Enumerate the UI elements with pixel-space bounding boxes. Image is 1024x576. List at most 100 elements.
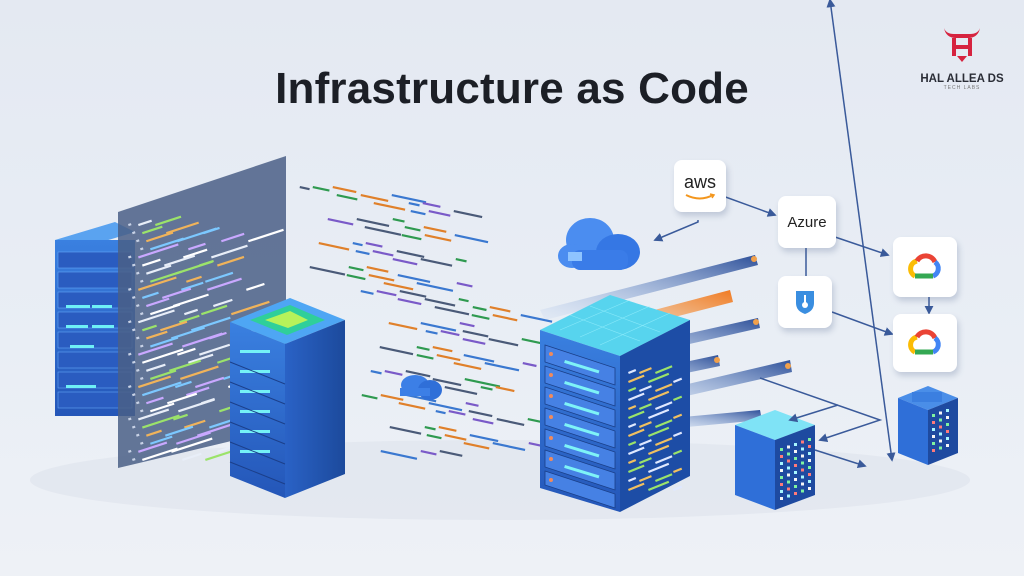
code-line	[444, 434, 467, 441]
code-line	[492, 442, 526, 452]
status-led	[932, 435, 935, 438]
code-line	[522, 362, 537, 368]
aws-smile-icon	[685, 192, 716, 199]
code-line	[177, 347, 196, 356]
security-node[interactable]	[778, 276, 832, 328]
code-line	[183, 248, 208, 259]
status-led	[794, 485, 797, 488]
code-line	[453, 362, 482, 370]
code-line	[639, 403, 652, 411]
code-line	[230, 300, 270, 316]
code-line	[368, 274, 395, 282]
code-line	[188, 242, 206, 251]
status-led	[939, 439, 942, 443]
status-led	[932, 421, 935, 424]
logo-brand-text: HAL ALLEA DS	[920, 73, 1004, 85]
code-line	[655, 473, 673, 483]
code-line	[173, 293, 209, 308]
code-line	[448, 410, 466, 416]
code-line	[440, 330, 460, 337]
code-line	[380, 450, 418, 460]
code-line	[420, 322, 457, 332]
small-cloud-icon	[400, 375, 442, 400]
code-line	[639, 421, 652, 429]
code-line	[184, 308, 198, 316]
code-line	[348, 266, 364, 272]
status-led	[780, 448, 783, 451]
code-line	[465, 402, 479, 407]
code-line	[673, 485, 683, 492]
code-line	[391, 193, 427, 204]
code-line	[639, 475, 652, 483]
code-line	[140, 247, 144, 251]
aws-node[interactable]: aws	[674, 160, 726, 212]
code-line	[140, 376, 144, 380]
code-line	[142, 225, 163, 235]
google-cloud-node-top[interactable]	[893, 237, 957, 297]
code-line	[472, 306, 487, 312]
status-led	[932, 414, 935, 417]
code-line	[380, 394, 404, 401]
code-line	[150, 369, 177, 380]
code-line	[138, 342, 173, 356]
code-line	[309, 266, 346, 276]
code-line	[397, 298, 422, 306]
code-line	[654, 401, 673, 411]
code-line	[332, 186, 357, 194]
code-line	[648, 444, 670, 456]
status-led	[794, 471, 797, 474]
code-line	[127, 385, 132, 389]
code-line	[336, 193, 358, 201]
code-line	[655, 383, 673, 393]
code-line	[248, 228, 284, 243]
code-line	[672, 431, 683, 438]
code-line	[150, 237, 184, 251]
status-led	[808, 438, 811, 441]
code-line	[175, 260, 213, 275]
code-line	[150, 270, 183, 283]
google-cloud-node-bottom[interactable]	[893, 314, 957, 372]
azure-node[interactable]: Azure	[778, 196, 836, 248]
code-line	[489, 306, 511, 313]
code-line	[364, 226, 402, 236]
code-line	[463, 442, 490, 450]
code-line	[171, 437, 213, 453]
code-line	[376, 290, 397, 297]
code-line	[132, 295, 136, 299]
status-led	[808, 466, 811, 469]
code-line	[639, 367, 652, 375]
code-line	[132, 425, 136, 429]
code-line	[628, 446, 645, 456]
code-line	[528, 441, 541, 447]
code-line	[397, 274, 431, 284]
edge-server-1	[735, 410, 815, 510]
code-line	[462, 338, 486, 345]
code-line	[459, 322, 475, 328]
code-line	[428, 210, 451, 217]
aws-logo-icon: aws	[683, 171, 716, 192]
code-line	[383, 282, 414, 291]
status-led	[794, 457, 797, 460]
status-led	[932, 449, 935, 452]
code-line	[142, 348, 184, 364]
code-line	[423, 226, 447, 233]
code-line	[150, 336, 179, 348]
status-led	[946, 444, 949, 447]
status-led	[801, 447, 804, 451]
code-line	[639, 457, 652, 465]
code-line	[456, 282, 473, 288]
code-line	[406, 393, 437, 403]
code-line	[627, 369, 637, 375]
status-led	[780, 497, 783, 500]
code-line	[142, 291, 159, 299]
code-line	[146, 396, 164, 405]
code-line	[136, 433, 140, 437]
code-line	[138, 219, 152, 227]
status-led	[808, 473, 811, 476]
code-line	[488, 337, 519, 347]
code-line	[182, 452, 202, 461]
code-line	[136, 271, 140, 275]
code-line	[177, 227, 217, 243]
code-line	[179, 314, 200, 324]
